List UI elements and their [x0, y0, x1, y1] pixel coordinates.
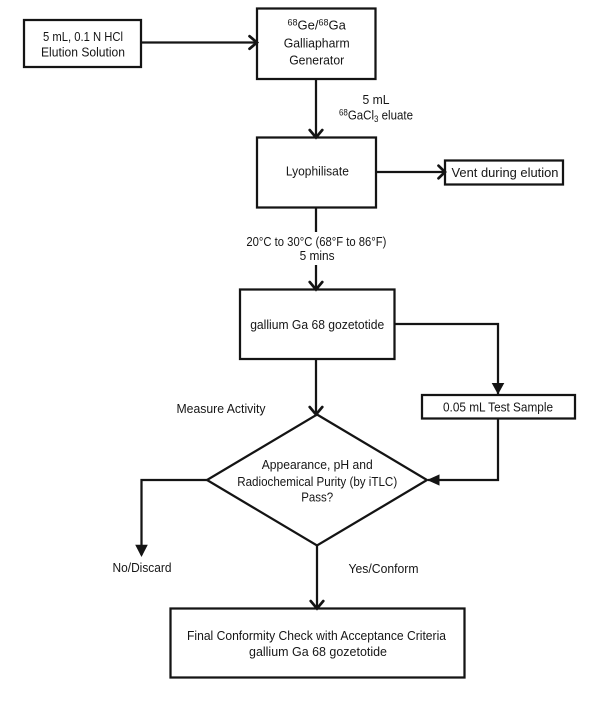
svg-text:0.05 mL Test Sample: 0.05 mL Test Sample	[443, 399, 553, 414]
svg-text:gallium Ga 68 gozetotide: gallium Ga 68 gozetotide	[249, 644, 387, 659]
svg-text:68Ge/68Ga: 68Ge/68Ga	[288, 18, 347, 33]
svg-text:Radiochemical Purity (by iTLC): Radiochemical Purity (by iTLC)	[237, 474, 397, 489]
svg-text:Lyophilisate: Lyophilisate	[286, 164, 349, 179]
svg-text:Final Conformity Check with Ac: Final Conformity Check with Acceptance C…	[187, 628, 447, 643]
svg-text:20°C to 30°C (68°F to 86°F): 20°C to 30°C (68°F to 86°F)	[246, 234, 386, 249]
svg-text:Galliapharm: Galliapharm	[284, 36, 350, 51]
svg-text:Pass?: Pass?	[301, 490, 333, 505]
svg-text:Vent during elution: Vent during elution	[452, 165, 559, 180]
svg-text:gallium Ga 68 gozetotide: gallium Ga 68 gozetotide	[250, 317, 384, 332]
svg-text:Appearance, pH and: Appearance, pH and	[262, 457, 373, 472]
svg-text:Measure Activity: Measure Activity	[177, 401, 266, 416]
svg-text:5 mL: 5 mL	[363, 92, 390, 107]
svg-text:5 mins: 5 mins	[300, 248, 335, 263]
svg-text:68GaCl3 eluate: 68GaCl3 eluate	[339, 108, 413, 125]
svg-text:No/Discard: No/Discard	[113, 560, 172, 575]
svg-text:Generator: Generator	[289, 52, 345, 67]
svg-text:5 mL, 0.1 N HCl: 5 mL, 0.1 N HCl	[43, 29, 123, 44]
svg-text:Yes/Conform: Yes/Conform	[349, 561, 419, 576]
svg-text:Elution Solution: Elution Solution	[41, 45, 125, 60]
